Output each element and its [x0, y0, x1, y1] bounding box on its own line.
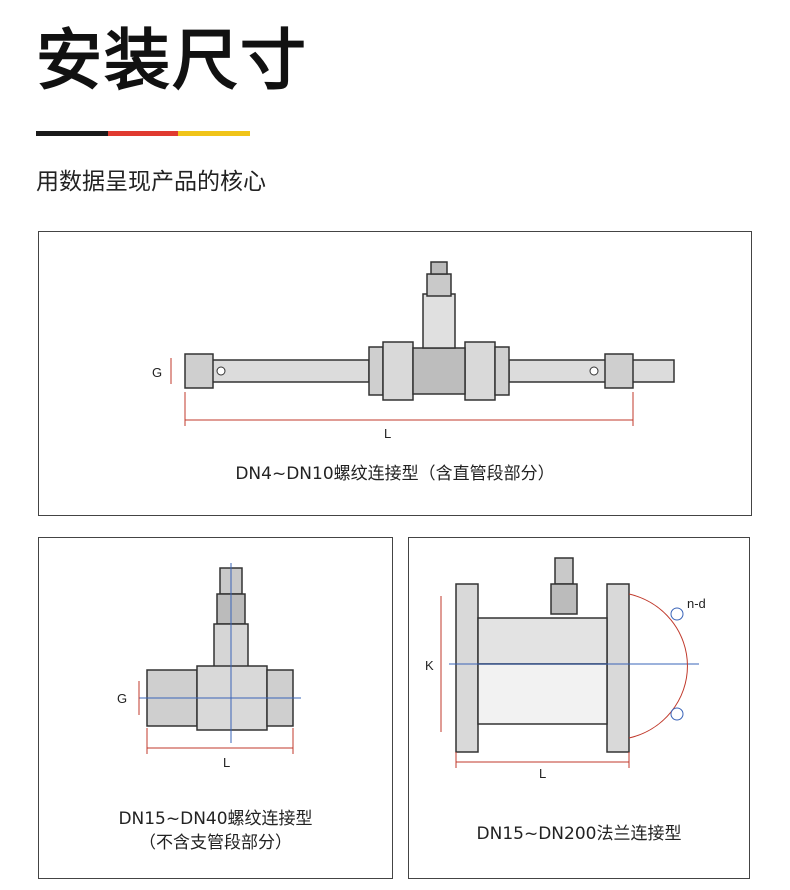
title-underline-yellow — [178, 131, 250, 136]
page-subtitle: 用数据呈现产品的核心 — [36, 169, 266, 195]
page-title: 安装尺寸 — [36, 22, 308, 99]
dn15-dn200-drawing: n-d K L — [425, 557, 706, 781]
panel-caption-line1: DN15~DN40螺纹连接型 — [118, 809, 313, 829]
g-label: G — [117, 691, 127, 706]
g-label: G — [152, 365, 162, 380]
l-label: L — [223, 755, 230, 770]
l-label: L — [384, 426, 391, 441]
panel-dn4-dn10: G L DN4~DN10螺纹连接型（含直管段部分） — [38, 231, 752, 516]
dn15-dn40-drawing: G L — [117, 563, 301, 770]
panel-dn15-dn40: G L DN15~DN40螺纹连接型 （不含支管段部分） — [38, 537, 393, 879]
panel-dn15-dn200: n-d K L DN15~DN200法兰连接型 — [408, 537, 750, 879]
title-underline-red — [108, 131, 178, 136]
k-label: K — [425, 658, 434, 673]
panel-caption: DN15~DN200法兰连接型 — [476, 824, 682, 844]
title-underline-black — [36, 131, 108, 136]
nd-label: n-d — [687, 596, 706, 611]
panel-caption-line2: （不含支管段部分） — [139, 833, 292, 853]
dn4-dn10-drawing: G L — [152, 261, 675, 441]
l-label: L — [539, 766, 546, 781]
panel-caption: DN4~DN10螺纹连接型（含直管段部分） — [235, 464, 555, 484]
